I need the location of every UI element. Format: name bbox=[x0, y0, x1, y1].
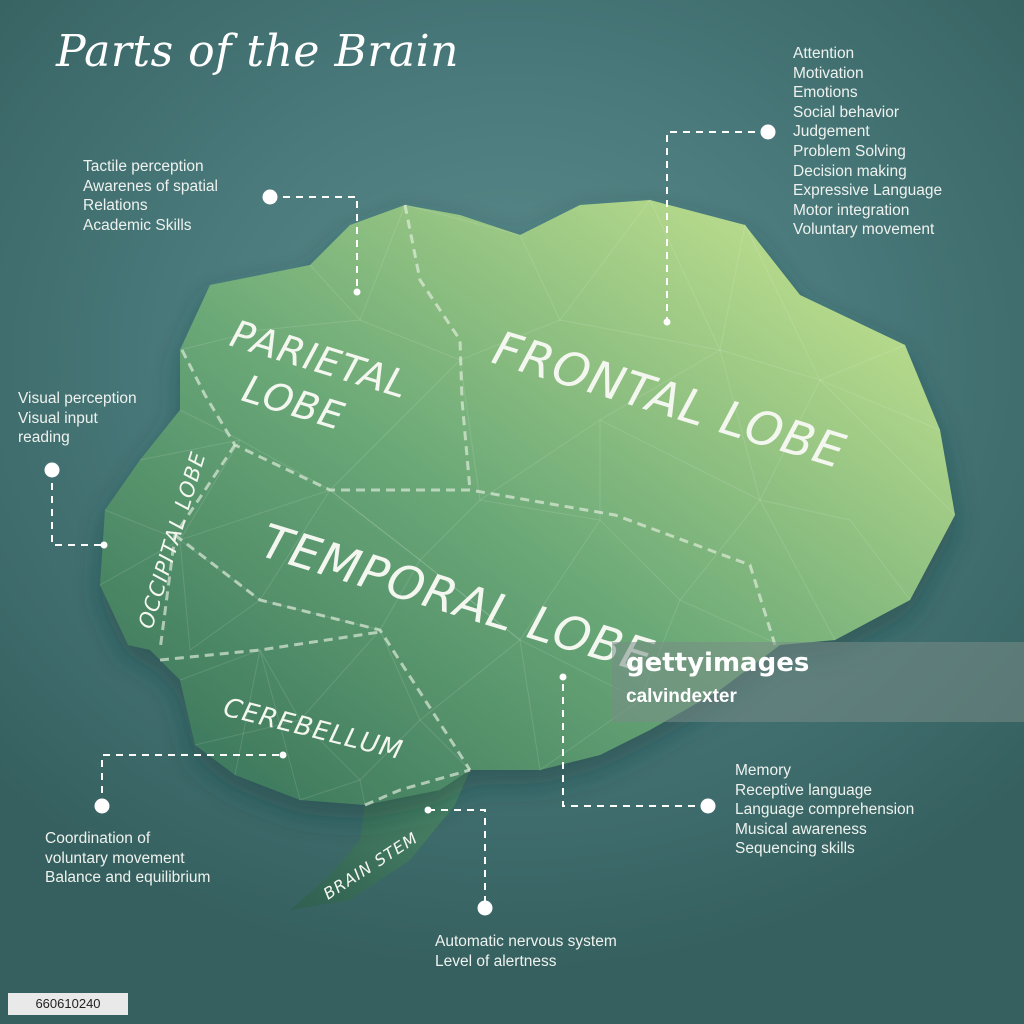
list-item: Relations bbox=[83, 197, 148, 215]
list-item: reading bbox=[18, 429, 70, 447]
watermark: gettyimages calvindexter bbox=[612, 642, 1024, 722]
list-item: Academic Skills bbox=[83, 216, 192, 234]
list-item: Sequencing skills bbox=[735, 840, 855, 858]
lobe-boundaries bbox=[158, 204, 777, 807]
occipital-lobe-functions: Visual perception Visual input reading bbox=[18, 389, 137, 448]
list-item: Problem Solving bbox=[793, 142, 906, 160]
temporal-lobe-functions: Memory Receptive language Language compr… bbox=[735, 761, 914, 859]
list-item: Attention bbox=[793, 45, 855, 62]
list-item: Judgement bbox=[793, 123, 870, 141]
list-item: Musical awareness bbox=[735, 820, 867, 838]
list-item: Language comprehension bbox=[735, 801, 915, 819]
list-item: Tactile perception bbox=[83, 158, 204, 175]
list-item: Receptive language bbox=[735, 781, 873, 799]
parietal-lobe-functions: Tactile perception Awarenes of spatial R… bbox=[83, 157, 218, 235]
list-item: Decision making bbox=[793, 162, 907, 180]
list-item: voluntary movement bbox=[45, 849, 185, 867]
list-item: Memory bbox=[735, 762, 791, 779]
list-item: Motivation bbox=[793, 64, 864, 82]
page-title: Parts of the Brain bbox=[56, 26, 459, 77]
callout-dots bbox=[44, 124, 776, 916]
list-item: Coordination of bbox=[45, 830, 151, 847]
image-id-label: 660610240 bbox=[8, 993, 128, 1015]
list-item: Awarenes of spatial bbox=[83, 177, 218, 195]
list-item: Emotions bbox=[793, 84, 858, 102]
list-item: Visual perception bbox=[18, 390, 137, 407]
list-item: Social behavior bbox=[793, 103, 899, 121]
watermark-credit: calvindexter bbox=[626, 686, 737, 707]
brain-stem-functions: Automatic nervous system Level of alertn… bbox=[435, 932, 617, 971]
list-item: Automatic nervous system bbox=[435, 933, 617, 950]
cerebellum-functions: Coordination of voluntary movement Balan… bbox=[45, 829, 210, 888]
list-item: Motor integration bbox=[793, 201, 910, 219]
list-item: Level of alertness bbox=[435, 952, 557, 970]
watermark-brand: gettyimages bbox=[626, 648, 810, 678]
list-item: Expressive Language bbox=[793, 182, 943, 200]
list-item: Visual input bbox=[18, 409, 98, 427]
brain-stem-shape bbox=[290, 770, 470, 910]
list-item: Balance and equilibrium bbox=[45, 869, 211, 887]
list-item: Voluntary movement bbox=[793, 221, 935, 239]
callout-leaders bbox=[51, 131, 768, 908]
frontal-lobe-functions: Attention Motivation Emotions Social beh… bbox=[793, 44, 942, 240]
